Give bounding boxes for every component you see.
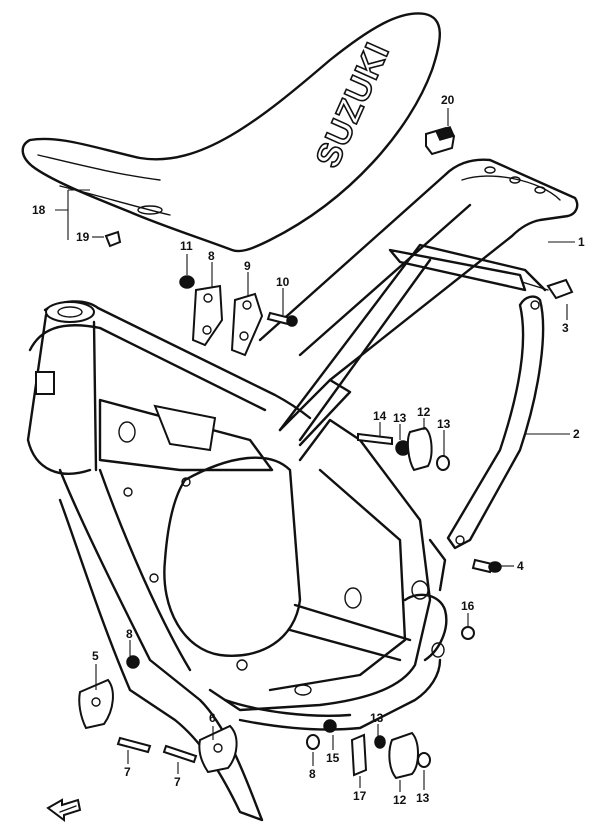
main-frame	[26, 158, 579, 822]
seat: SUZUKI	[21, 12, 441, 253]
callout-7b: 7	[174, 775, 181, 789]
callout-8a: 8	[126, 627, 133, 641]
callout-18: 18	[32, 203, 46, 217]
callout-7a: 7	[124, 765, 131, 779]
nut-16	[461, 626, 475, 640]
callout-6: 6	[209, 711, 216, 725]
callout-12b: 12	[393, 793, 407, 807]
callout-16: 16	[461, 599, 475, 613]
callouts: 1 2 3 4 5 6 7 7 8 8 8 9 10 11 12 12 13 1…	[32, 93, 585, 807]
nut-15	[323, 719, 337, 733]
callout-14: 14	[373, 409, 387, 423]
engine-mount-5	[78, 678, 114, 730]
collar-8c	[306, 734, 320, 750]
nut-11	[179, 275, 195, 289]
front-arrow-icon	[46, 798, 82, 822]
callout-11: 11	[180, 239, 193, 253]
engine-mount-6	[198, 724, 238, 774]
callout-3: 3	[562, 321, 569, 335]
seat-logo: SUZUKI	[309, 37, 398, 174]
callout-13a: 13	[393, 411, 407, 425]
link-17	[350, 733, 368, 777]
callout-5: 5	[92, 649, 99, 663]
seat-cushion	[425, 126, 456, 156]
mount-plate-9	[230, 292, 264, 357]
callout-13c: 13	[370, 711, 384, 725]
mount-plate-8	[191, 284, 224, 347]
bolt-14	[357, 432, 393, 446]
callout-13d: 13	[416, 791, 430, 805]
leader-lines	[55, 108, 575, 792]
bolt-4	[471, 558, 502, 574]
collar-13b	[436, 455, 450, 471]
collar-13c	[374, 735, 386, 749]
callout-8c: 8	[309, 767, 316, 781]
bolt-7b	[162, 744, 198, 764]
callout-10: 10	[276, 275, 290, 289]
callout-20: 20	[441, 93, 455, 107]
bolt-7a	[116, 736, 152, 754]
callout-12a: 12	[417, 405, 431, 419]
callout-19: 19	[76, 230, 90, 244]
bushing-12a	[406, 426, 433, 472]
bolt-3	[521, 278, 574, 300]
callout-1: 1	[578, 235, 585, 249]
rear-frame-rail	[446, 295, 545, 550]
callout-13b: 13	[437, 417, 451, 431]
bolt-10	[266, 311, 298, 327]
collar-13d	[417, 752, 431, 768]
seat-bolt	[104, 230, 122, 248]
bushing-12b	[388, 731, 419, 780]
nut-8a	[126, 655, 140, 669]
callout-2: 2	[573, 427, 580, 441]
callout-17: 17	[353, 789, 367, 803]
callout-9: 9	[244, 259, 251, 273]
callout-4: 4	[517, 559, 524, 573]
callout-15: 15	[326, 751, 340, 765]
callout-8b: 8	[208, 249, 215, 263]
